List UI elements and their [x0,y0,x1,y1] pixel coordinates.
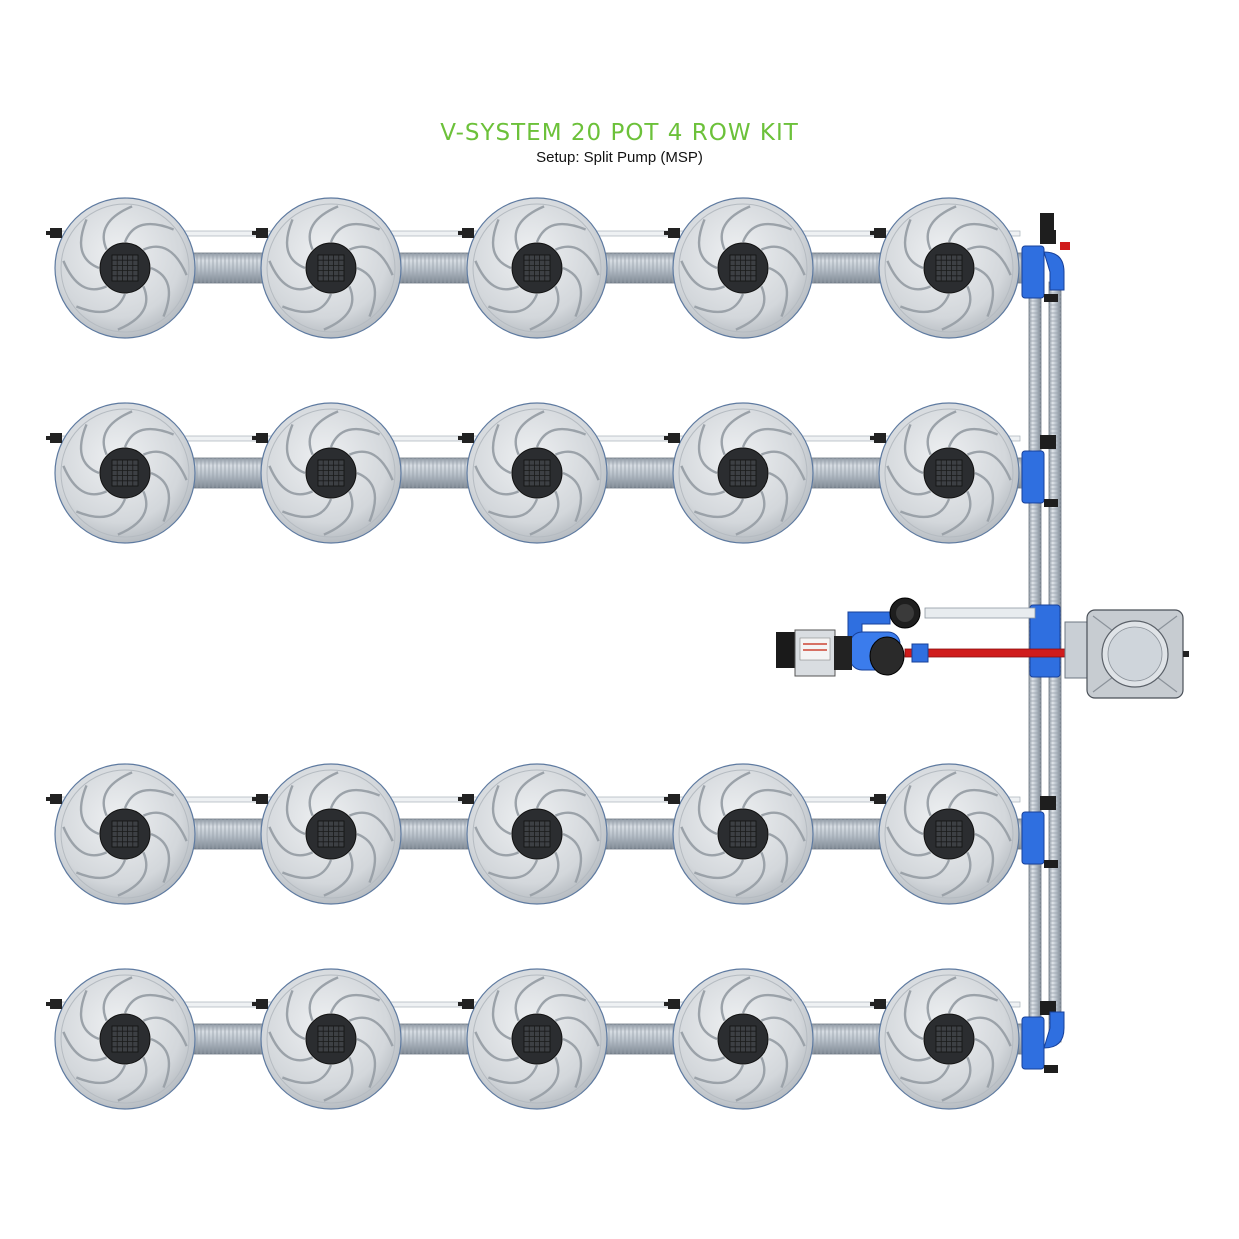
pump-motor [776,632,796,668]
valve-icon [46,794,62,804]
manifold-fitting [1021,435,1058,507]
valve-icon [664,228,680,238]
valve-icon [458,999,474,1009]
valve-icon [458,228,474,238]
red-valve [1060,242,1070,250]
pot-icon [458,763,608,905]
valve-icon [252,794,268,804]
valve-icon [664,999,680,1009]
valve-icon [458,433,474,443]
pot-row-2 [46,402,1031,544]
pot-icon [46,197,196,339]
feed-line-red [904,648,1086,658]
center-junction [1029,604,1061,678]
pot-icon [870,402,1020,544]
pot-icon [46,968,196,1110]
pot-row-4 [46,968,1031,1110]
pot-icon [252,197,402,339]
valve-icon [46,433,62,443]
manifold-fitting [1021,796,1058,868]
valve-icon [664,794,680,804]
valve-icon [870,794,886,804]
valve-icon [46,228,62,238]
pot-icon [664,197,814,339]
pot-icon [252,968,402,1110]
pot-icon [46,402,196,544]
bottom-elbow [1043,1011,1065,1049]
pot-icon [458,968,608,1110]
valve-icon [870,433,886,443]
valve-icon [664,433,680,443]
reservoir-icon [1064,609,1189,699]
pot-icon [870,763,1020,905]
valve-icon [252,433,268,443]
top-elbow [1043,251,1065,291]
pot-icon [252,763,402,905]
pot-icon [458,197,608,339]
pot-icon [664,968,814,1110]
pot-icon [870,197,1020,339]
diagram-subtitle: Setup: Split Pump (MSP) [536,149,703,166]
pot-icon [664,402,814,544]
pump-assembly [776,597,1086,677]
pot-icon [664,763,814,905]
pot-icon [252,402,402,544]
pot-row-3 [46,763,1031,905]
valve-icon [458,794,474,804]
valve-icon [870,999,886,1009]
valve-icon [46,999,62,1009]
return-line [924,607,1036,619]
pump-icon [869,636,905,676]
pot-icon [870,968,1020,1110]
valve-icon [252,999,268,1009]
pot-icon [458,402,608,544]
diagram-title: V-SYSTEM 20 POT 4 ROW KIT [440,120,799,146]
top-valve [1040,213,1054,241]
valve-icon [252,228,268,238]
pot-row-1 [46,197,1031,339]
valve-icon [870,228,886,238]
pot-icon [46,763,196,905]
